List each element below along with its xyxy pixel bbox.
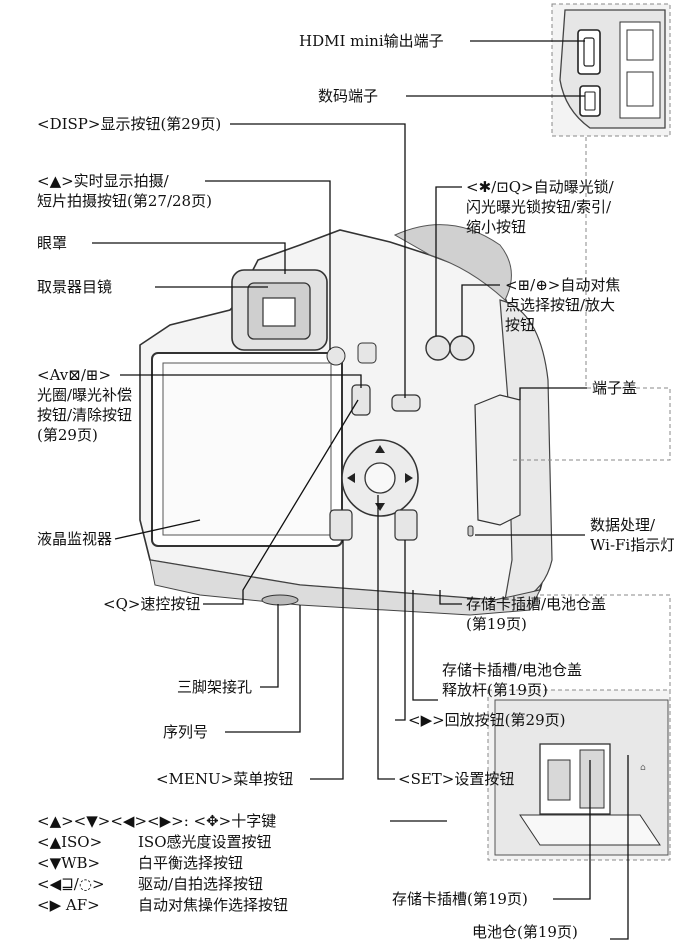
label-liveview-line1: <▲>实时显示拍摄/ <box>37 172 169 190</box>
label-data-line1: 数据处理/ <box>590 516 656 534</box>
label-battery-compartment: 电池仓(第19页) <box>472 923 578 941</box>
label-liveview-button: <▲>实时显示拍摄/ 短片拍摄按钮(第27/28页) <box>37 171 212 211</box>
label-ae-lock-line2: 闪光曝光锁按钮/索引/ <box>466 198 612 216</box>
terminal-inset <box>551 3 671 137</box>
battery-inset: ⌂ <box>487 689 671 861</box>
label-ae-lock-line3: 缩小按钮 <box>466 218 527 236</box>
label-lcd-monitor: 液晶监视器 <box>37 530 113 548</box>
label-wb-key: <▼WB> <box>37 854 101 872</box>
leader-liveview <box>205 180 331 350</box>
label-data-line2: Wi-Fi指示灯 <box>590 536 674 554</box>
leader-terminal-cover <box>519 387 587 400</box>
label-iso-desc: ISO感光度设置按钮 <box>138 833 272 851</box>
label-av-line1: <Av⊠/⊞> <box>37 366 112 384</box>
leader-q <box>203 399 359 605</box>
label-drive-key: <◀⊒/◌> <box>37 875 105 893</box>
leader-eyecup <box>92 242 286 274</box>
camera-body <box>139 224 553 616</box>
label-digital-terminal: 数码端子 <box>318 87 379 105</box>
label-tripod-socket: 三脚架接孔 <box>177 678 253 696</box>
leader-tripod <box>260 604 279 688</box>
label-eyecup: 眼罩 <box>37 234 68 252</box>
label-serial-number: 序列号 <box>163 723 209 741</box>
label-af-point-button: <⊞/⊕>自动对焦 点选择按钮/放大 按钮 <box>505 275 620 335</box>
leader-battery <box>610 755 629 940</box>
label-av-line3: 按钮/清除按钮 <box>37 406 133 424</box>
leader-set <box>377 495 395 780</box>
label-data-lamp: 数据处理/ Wi-Fi指示灯 <box>590 515 674 555</box>
leader-card-cover <box>439 590 462 605</box>
label-av-line2: 光圈/曝光补偿 <box>37 386 133 404</box>
label-release-line1: 存储卡插槽/电池仓盖 <box>442 661 583 679</box>
label-card-cover-line1: 存储卡插槽/电池仓盖 <box>466 595 607 613</box>
label-cross-keys: <▲><▼><◀><▶>: <✥>十字键 <box>37 812 277 830</box>
label-af-point-line3: 按钮 <box>505 316 536 334</box>
label-release-lever: 存储卡插槽/电池仓盖 释放杆(第19页) <box>442 660 582 700</box>
leader-release <box>412 590 438 701</box>
label-q-button: <Q>速控按钮 <box>103 595 201 613</box>
label-ae-lock-button: <✱/⊡Q>自动曝光锁/ 闪光曝光锁按钮/索引/ 缩小按钮 <box>466 177 614 237</box>
label-av-button: <Av⊠/⊞> 光圈/曝光补偿 按钮/清除按钮 (第29页) <box>37 365 132 445</box>
label-drive-desc: 驱动/自拍选择按钮 <box>138 875 264 893</box>
label-disp-button: <DISP>显示按钮(第29页) <box>37 115 222 133</box>
svg-text:⌂: ⌂ <box>640 763 646 773</box>
label-af-point-line2: 点选择按钮/放大 <box>505 296 616 314</box>
leader-disp <box>230 123 406 398</box>
label-iso-key: <▲ISO> <box>37 833 103 851</box>
label-card-slot: 存储卡插槽(第19页) <box>392 890 528 908</box>
label-card-cover-line2: (第19页) <box>466 615 527 633</box>
label-release-line2: 释放杆(第19页) <box>442 681 548 699</box>
leader-menu <box>310 540 344 780</box>
label-af-key: <▶ AF> <box>37 896 100 914</box>
label-menu-button: <MENU>菜单按钮 <box>156 770 294 788</box>
label-set-button: <SET>设置按钮 <box>398 770 515 788</box>
label-hdmi: HDMI mini输出端子 <box>299 32 444 50</box>
label-av-line4: (第29页) <box>37 426 98 444</box>
label-viewfinder: 取景器目镜 <box>37 278 113 296</box>
label-wb-desc: 白平衡选择按钮 <box>138 854 244 872</box>
leader-afpoint <box>461 284 500 336</box>
leader-card-slot <box>553 760 591 900</box>
label-liveview-line2: 短片拍摄按钮(第27/28页) <box>37 192 212 210</box>
label-af-desc: 自动对焦操作选择按钮 <box>138 896 289 914</box>
label-af-point-line1: <⊞/⊕>自动对焦 <box>505 276 621 294</box>
label-terminal-cover: 端子盖 <box>592 379 638 397</box>
leader-playback <box>395 540 406 721</box>
leader-aelock <box>435 186 462 336</box>
leader-av <box>120 374 362 388</box>
leader-serial <box>225 605 301 733</box>
label-ae-lock-line1: <✱/⊡Q>自动曝光锁/ <box>466 178 614 196</box>
label-card-cover: 存储卡插槽/电池仓盖 (第19页) <box>466 594 606 634</box>
leader-lcd <box>114 519 201 540</box>
label-playback-button: <▶>回放按钮(第29页) <box>408 711 566 729</box>
